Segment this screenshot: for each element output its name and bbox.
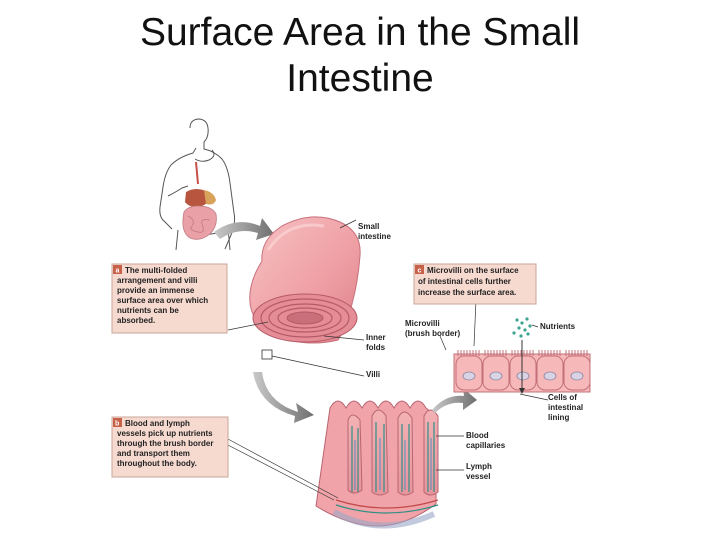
callout-a-line-5: nutrients can be <box>117 306 179 315</box>
callout-c-line-3: increase the surface area. <box>418 288 516 297</box>
label-small-intestine-2: intestine <box>358 232 391 241</box>
label-blood-capillaries-2: capillaries <box>466 441 506 450</box>
villi-section <box>315 400 439 529</box>
arrow-to-intestine <box>214 218 274 240</box>
label-lymph-vessel-1: Lymph <box>466 462 492 471</box>
label-cells-lining-1: Cells of <box>548 393 577 402</box>
label-microvilli-2: (brush border) <box>405 329 460 338</box>
callout-b-line-1: Blood and lymph <box>125 419 190 428</box>
digestive-organs <box>182 161 217 240</box>
label-villi: Villi <box>366 370 380 379</box>
callout-a-line-6: absorbed. <box>117 316 155 325</box>
slide-title: Surface Area in the Small Intestine <box>0 10 720 102</box>
callout-b: b Blood and lymph vessels pick up nutrie… <box>111 416 229 478</box>
leader-lines <box>225 219 549 501</box>
label-lymph-vessel-2: vessel <box>466 472 490 481</box>
label-cells-lining-2: intestinal <box>548 403 583 412</box>
callout-b-line-5: throughout the body. <box>117 459 197 468</box>
label-small-intestine-1: Small <box>358 222 379 231</box>
callout-c: c Microvilli on the surface of intestina… <box>413 263 537 305</box>
callout-a-line-1: The multi-folded <box>125 266 187 275</box>
nutrient-particles <box>512 317 532 338</box>
label-microvilli-1: Microvilli <box>405 319 440 328</box>
label-inner-folds-1: Inner <box>366 333 386 342</box>
arrow-to-villi <box>253 372 314 423</box>
microvilli-cells <box>453 350 591 393</box>
title-line-1: Surface Area in the Small <box>139 11 581 54</box>
label-nutrients: Nutrients <box>540 322 576 331</box>
label-cells-lining-3: lining <box>548 413 569 422</box>
title-line-2: Intestine <box>286 57 434 100</box>
callout-c-line-2: of intestinal cells further <box>418 277 511 286</box>
callout-b-line-3: through the brush border <box>117 439 213 448</box>
callout-b-letter: b <box>115 421 119 428</box>
callout-a-letter: a <box>116 268 120 275</box>
small-intestine-section <box>249 216 361 344</box>
callout-a: a The multi-folded arrangement and villi… <box>111 263 228 334</box>
callout-b-line-2: vessels pick up nutrients <box>117 429 213 438</box>
arrow-to-microvilli <box>432 388 477 413</box>
callout-c-letter: c <box>418 268 422 275</box>
label-blood-capillaries-1: Blood <box>466 431 489 440</box>
callout-c-line-1: Microvilli on the surface <box>427 266 519 275</box>
callout-a-line-2: arrangement and villi <box>117 276 197 285</box>
label-inner-folds-2: folds <box>366 343 386 352</box>
callout-b-line-4: and transport them <box>117 449 190 458</box>
callout-a-line-3: provide an immense <box>117 286 195 295</box>
callout-a-line-4: surface area over which <box>117 296 208 305</box>
villi-zoom-marker <box>261 349 273 360</box>
